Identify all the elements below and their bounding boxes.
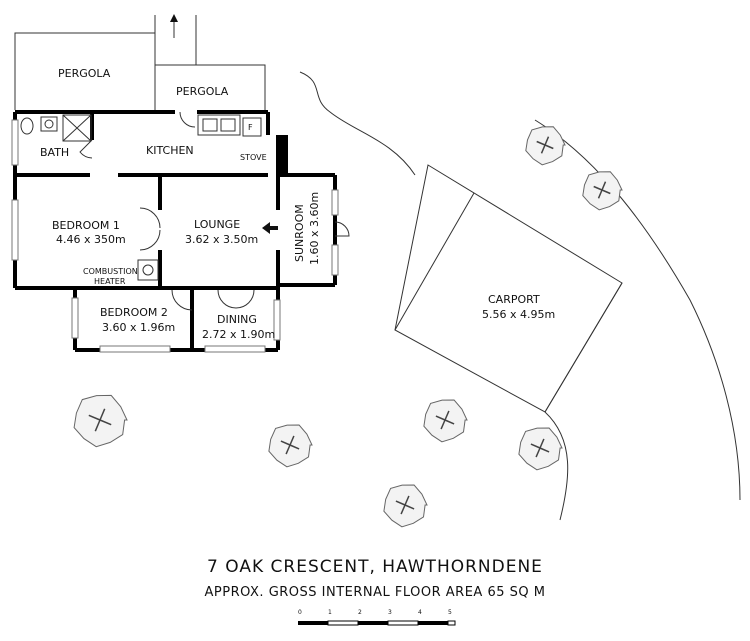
bedroom2-label: BEDROOM 2: [100, 306, 168, 319]
bedroom2-dims: 3.60 x 1.96m: [102, 321, 175, 334]
bedroom1-dims: 4.46 x 350m: [56, 233, 126, 246]
boundary-lines: [299, 71, 741, 521]
carport-label: CARPORT: [488, 293, 540, 306]
chimney: [276, 135, 288, 175]
kitchen-label: KITCHEN: [146, 144, 194, 157]
carport: CARPORT 5.56 x 4.95m: [394, 164, 623, 413]
basin-icon: [40, 116, 58, 132]
scale-tick-1: 1: [328, 609, 332, 616]
dining-label: DINING: [217, 313, 257, 326]
tree-icon: [518, 427, 563, 471]
floor-area-subtitle: APPROX. GROSS INTERNAL FLOOR AREA 65 SQ …: [205, 585, 546, 600]
pergola-right-label: PERGOLA: [176, 85, 229, 98]
tree-icon: [383, 484, 428, 528]
tree-icon: [423, 399, 468, 443]
carport-dims: 5.56 x 4.95m: [482, 308, 555, 321]
trees: [73, 126, 623, 528]
pergola-right: PERGOLA: [154, 64, 266, 110]
windows: [11, 119, 339, 353]
bathroom-fixtures: [20, 114, 92, 142]
scale-bar: 0 1 2 3 4 5: [298, 609, 456, 626]
stove-label: STOVE: [240, 153, 267, 162]
bedroom1-label: BEDROOM 1: [52, 219, 120, 232]
combustion-heater: [137, 259, 159, 281]
kitchen-fixtures: F: [197, 114, 262, 137]
sink-icon: [197, 114, 241, 136]
scale-tick-2: 2: [358, 609, 362, 616]
fridge-label: F: [248, 123, 253, 132]
entry-path: [154, 14, 197, 65]
doors: [79, 111, 350, 311]
lounge-dims: 3.62 x 3.50m: [185, 233, 258, 246]
sunroom-dims: 1.60 x 3.60m: [308, 192, 321, 265]
bath-label: BATH: [40, 146, 69, 159]
tree-icon: [73, 394, 128, 448]
lounge-label: LOUNGE: [194, 218, 240, 231]
scale-tick-4: 4: [418, 609, 422, 616]
pergola-left-label: PERGOLA: [58, 67, 111, 80]
north-arrow-icon: [170, 14, 178, 22]
tree-icon: [582, 171, 623, 211]
sunroom-label: SUNROOM: [293, 204, 306, 262]
pergola-left: PERGOLA: [14, 32, 156, 110]
combustion-label-line1: COMBUSTION: [83, 267, 138, 276]
scale-tick-0: 0: [298, 609, 302, 616]
tree-icon: [268, 424, 313, 468]
entry-arrow-icon: [262, 222, 278, 234]
scale-tick-5: 5: [448, 609, 452, 616]
dining-dims: 2.72 x 1.90m: [202, 328, 275, 341]
combustion-label-line2: HEATER: [94, 277, 126, 286]
address-title: 7 OAK CRESCENT, HAWTHORNDENE: [207, 557, 543, 577]
fridge-icon: [242, 117, 262, 137]
shower-icon: [62, 114, 92, 142]
toilet-icon: [20, 117, 34, 135]
scale-tick-3: 3: [388, 609, 392, 616]
tree-icon: [525, 126, 566, 166]
